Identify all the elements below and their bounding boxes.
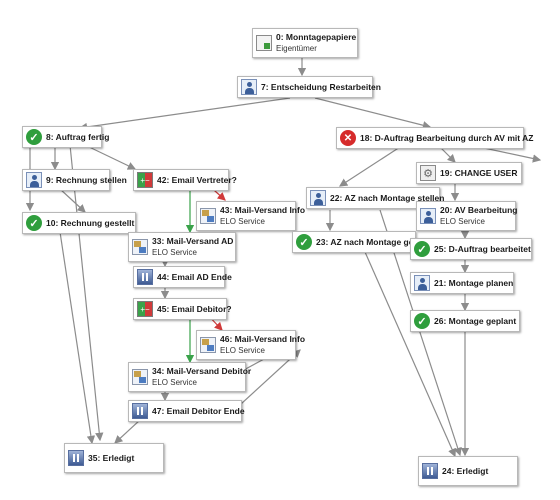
- edge-7-8: [78, 97, 291, 132]
- node-title: 22: AZ nach Montage stellen: [330, 192, 445, 203]
- split-icon: +−: [137, 172, 153, 188]
- check-icon: ✓: [414, 241, 430, 257]
- node-24-erledigt[interactable]: 24: Erledigt: [418, 456, 518, 486]
- person-icon: [420, 208, 436, 224]
- edge-18-19: [439, 146, 456, 163]
- gear-icon: ⚙: [420, 165, 436, 181]
- person-icon: [26, 172, 42, 188]
- node-title: 19: CHANGE USER: [440, 167, 518, 178]
- person-icon: [310, 190, 326, 206]
- node-25-d-auftrag-bearbeitet[interactable]: ✓ 25: D-Auftrag bearbeitet: [410, 238, 532, 260]
- node-10-rechnung-gestellt[interactable]: ✓ 10: Rechnung gestellt: [22, 212, 136, 234]
- node-22-az-nach-montage-stellen[interactable]: 22: AZ nach Montage stellen: [306, 187, 444, 209]
- node-title: 42: Email Vertreter?: [157, 174, 237, 185]
- edge-9-10: [59, 188, 86, 213]
- node-8-auftrag-fertig[interactable]: ✓ 8: Auftrag fertig: [22, 126, 109, 148]
- mail-icon: [132, 239, 148, 255]
- node-7-entscheidung-restarbeiten[interactable]: 7: Entscheidung Restarbeiten: [237, 76, 381, 98]
- node-title: 0: Monntagepapiere: [276, 32, 357, 42]
- node-subtitle: ELO Service: [152, 248, 197, 257]
- mail-icon: [200, 208, 216, 224]
- node-26-montage-geplant[interactable]: ✓ 26: Montage geplant: [410, 310, 520, 332]
- node-title: 46: Mail-Versand Info: [220, 334, 306, 344]
- node-subtitle: ELO Service: [152, 378, 197, 387]
- check-icon: ✓: [26, 129, 42, 145]
- node-title: 8: Auftrag fertig: [46, 131, 110, 142]
- person-icon: [241, 79, 257, 95]
- edge-23-24: [364, 251, 456, 458]
- node-42-email-vertreter[interactable]: +− 42: Email Vertreter?: [133, 169, 237, 191]
- edge-8-35: [69, 144, 104, 442]
- node-title: 45: Email Debitor?: [157, 303, 232, 314]
- end-icon: [132, 403, 148, 419]
- node-21-montage-planen[interactable]: 21: Montage planen: [410, 272, 514, 294]
- cancel-icon: ✕: [340, 130, 356, 146]
- mail-icon: [200, 337, 216, 353]
- check-icon: ✓: [26, 215, 42, 231]
- node-23-az-nach-montage-gestellt[interactable]: ✓ 23: AZ nach Montage ges: [292, 231, 416, 253]
- node-title: 18: D-Auftrag Bearbeitung durch AV mit A…: [360, 132, 534, 143]
- node-19-change-user[interactable]: ⚙ 19: CHANGE USER: [416, 162, 522, 184]
- document-start-icon: [256, 35, 272, 51]
- node-title: 34: Mail-Versand Debitor: [152, 366, 252, 376]
- node-subtitle: ELO Service: [440, 217, 485, 226]
- node-35-erledigt[interactable]: 35: Erledigt: [64, 443, 164, 473]
- node-18-d-auftrag-bearbeitung[interactable]: ✕ 18: D-Auftrag Bearbeitung durch AV mit…: [336, 127, 533, 149]
- mail-icon: [132, 369, 148, 385]
- node-title: 21: Montage planen: [434, 277, 514, 288]
- node-title: 44: Email AD Ende: [157, 271, 232, 282]
- edge-18-22: [338, 146, 401, 187]
- node-subtitle: ELO Service: [220, 346, 265, 355]
- node-title: 10: Rechnung gestellt: [46, 217, 135, 228]
- node-title: 25: D-Auftrag bearbeitet: [434, 243, 531, 254]
- node-title: 24: Erledigt: [442, 465, 489, 476]
- node-subtitle: Eigentümer: [276, 44, 317, 53]
- edge-47-35: [114, 419, 141, 444]
- node-9-rechnung-stellen[interactable]: 9: Rechnung stellen: [22, 169, 127, 191]
- node-subtitle: ELO Service: [220, 217, 265, 226]
- end-icon: [137, 269, 153, 285]
- edge-7-18: [314, 97, 432, 130]
- node-47-email-debitor-ende[interactable]: 47: Email Debitor Ende: [128, 400, 245, 422]
- edge-10-35: [59, 231, 96, 445]
- node-title: 23: AZ nach Montage ges: [316, 236, 416, 247]
- node-title: 35: Erledigt: [88, 452, 135, 463]
- check-icon: ✓: [296, 234, 312, 250]
- node-title: 43: Mail-Versand Info: [220, 205, 306, 215]
- node-33-mail-versand-ad[interactable]: 33: Mail-Versand AD ELO Service: [128, 232, 236, 262]
- person-icon: [414, 275, 430, 291]
- node-title: 20: AV Bearbeitung: [440, 205, 518, 215]
- node-title: 7: Entscheidung Restarbeiten: [261, 81, 381, 92]
- node-44-email-ad-ende[interactable]: 44: Email AD Ende: [133, 266, 232, 288]
- node-title: 26: Montage geplant: [434, 315, 517, 326]
- node-title: 47: Email Debitor Ende: [152, 405, 245, 416]
- end-icon: [68, 450, 84, 466]
- edge-8-42: [84, 144, 137, 170]
- split-icon: +−: [137, 301, 153, 317]
- check-icon: ✓: [414, 313, 430, 329]
- node-title: 9: Rechnung stellen: [46, 174, 127, 185]
- end-icon: [422, 463, 438, 479]
- node-title: 33: Mail-Versand AD: [152, 236, 234, 246]
- node-45-email-debitor[interactable]: +− 45: Email Debitor?: [133, 298, 232, 320]
